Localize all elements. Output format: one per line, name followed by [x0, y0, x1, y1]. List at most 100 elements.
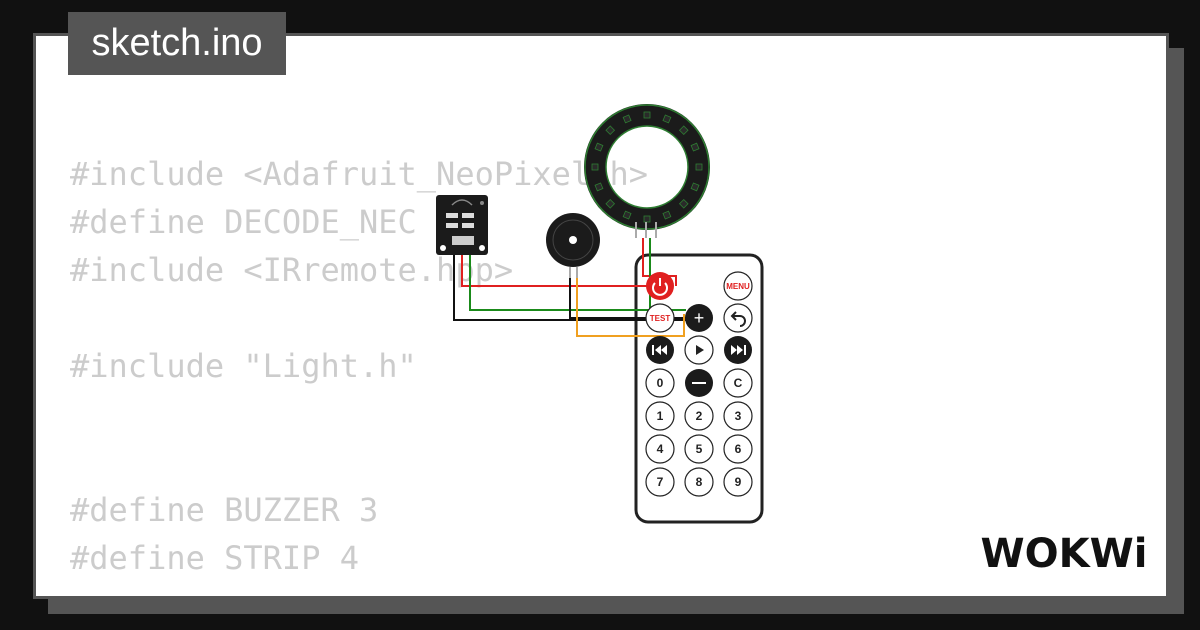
- code-line: #include "Light.h": [70, 347, 417, 385]
- code-line: #define BUZZER 3: [70, 491, 379, 529]
- remote-key-face: [645, 434, 675, 464]
- rewind-icon: [652, 345, 667, 355]
- ring-led: [594, 142, 604, 152]
- ir-receiver-mount-hole: [440, 245, 446, 251]
- remote-key-face: [684, 467, 714, 497]
- back-button[interactable]: [723, 303, 753, 333]
- remote-key-label: 9: [735, 475, 742, 489]
- code-line: #define STRIP 4: [70, 539, 359, 577]
- ring-led-group: [591, 111, 703, 223]
- ir-receiver-dome: [451, 199, 473, 206]
- fast-forward-icon: [731, 345, 746, 355]
- remote-key-face: [645, 467, 675, 497]
- ring-led: [643, 215, 651, 223]
- remote-key-face: [723, 467, 753, 497]
- ir-receiver-header: [452, 236, 474, 245]
- menu-button-face: [723, 271, 753, 301]
- plus-button-label: +: [694, 308, 705, 328]
- back-arrow-icon: [730, 311, 746, 327]
- minus-icon: [692, 382, 706, 384]
- neopixel-ring[interactable]: [584, 104, 710, 230]
- ring-led: [643, 111, 651, 119]
- remote-key-face: [723, 434, 753, 464]
- remote-key-label: 4: [657, 442, 664, 456]
- remote-key-label: 1: [657, 409, 664, 423]
- power-button[interactable]: [646, 272, 674, 300]
- buzzer-ring: [552, 219, 594, 261]
- menu-button-label: MENU: [726, 282, 750, 291]
- remote-key-2[interactable]: 2: [684, 401, 714, 431]
- remote-key-1[interactable]: 1: [645, 401, 675, 431]
- remote-key-face: [723, 401, 753, 431]
- ring-led: [690, 142, 700, 152]
- remote-key-5[interactable]: 5: [684, 434, 714, 464]
- test-button[interactable]: TEST: [645, 303, 675, 333]
- clear-button-face: [723, 368, 753, 398]
- remote-key-4[interactable]: 4: [645, 434, 675, 464]
- remote-key-face: [645, 401, 675, 431]
- remote-key-label: 2: [696, 409, 703, 423]
- remote-key-3[interactable]: 3: [723, 401, 753, 431]
- ring-led: [591, 163, 599, 171]
- wokwi-logo-text: WOKWi: [981, 531, 1148, 577]
- ring-led: [594, 182, 604, 192]
- play-button[interactable]: [684, 335, 714, 365]
- ring-pins: [635, 222, 657, 238]
- ir-receiver-chip: [446, 223, 458, 228]
- remote-key-label: 8: [696, 475, 703, 489]
- remote-key-9[interactable]: 9: [723, 467, 753, 497]
- ring-led: [678, 198, 689, 209]
- code-line: #define DECODE_NEC: [70, 203, 417, 241]
- remote-key-face: [645, 368, 675, 398]
- remote-key-8[interactable]: 8: [684, 467, 714, 497]
- plus-button[interactable]: +: [685, 304, 713, 332]
- remote-key-label: 7: [657, 475, 664, 489]
- remote-key-face: [684, 401, 714, 431]
- ring-led: [622, 114, 632, 124]
- clear-button-label: C: [734, 376, 743, 390]
- ring-led: [662, 210, 672, 220]
- code-line: #include <IRremote.hpp>: [70, 251, 514, 289]
- buzzer[interactable]: [546, 213, 600, 278]
- test-button-label: TEST: [650, 314, 671, 323]
- back-button-face: [723, 303, 753, 333]
- remote-key-label: 6: [735, 442, 742, 456]
- ir-receiver-mount-hole: [479, 245, 485, 251]
- plus-button-face: [685, 304, 713, 332]
- wire-orange-buzzer: [576, 278, 685, 337]
- minus-button[interactable]: [685, 369, 713, 397]
- remote-key-face: [684, 434, 714, 464]
- ring-led: [662, 114, 672, 124]
- remote-key-label: 0: [657, 376, 664, 390]
- ring-led: [605, 125, 616, 136]
- prev-button[interactable]: [646, 336, 674, 364]
- remote-key-label: 5: [696, 442, 703, 456]
- ir-receiver-chip: [462, 223, 474, 228]
- remote-key-0[interactable]: 0: [645, 368, 675, 398]
- remote-buttons: MENU TEST +: [645, 271, 753, 497]
- menu-button[interactable]: MENU: [723, 271, 753, 301]
- wokwi-logo[interactable]: WOKWi: [975, 526, 1153, 578]
- power-icon: [652, 278, 668, 296]
- wire-red-ir: [461, 255, 660, 287]
- code-preview: #include <Adafruit_NeoPixel.h>#define DE…: [70, 150, 648, 582]
- file-tab[interactable]: sketch.ino: [68, 12, 286, 75]
- remote-numpad: 1 2 3 4 5 6 7 8 9: [645, 401, 753, 497]
- ring-led: [690, 182, 700, 192]
- wire-black-ir: [453, 255, 700, 321]
- ring-inner-edge: [605, 125, 689, 209]
- remote-key-7[interactable]: 7: [645, 467, 675, 497]
- clear-button[interactable]: C: [723, 368, 753, 398]
- ir-receiver[interactable]: [436, 195, 488, 255]
- ir-receiver-chip: [446, 213, 458, 218]
- ring-led: [605, 198, 616, 209]
- ring-led: [678, 125, 689, 136]
- remote-key-label: 3: [735, 409, 742, 423]
- wire-green-ir: [469, 255, 686, 311]
- next-button[interactable]: [724, 336, 752, 364]
- remote-key-6[interactable]: 6: [723, 434, 753, 464]
- test-button-face: [645, 303, 675, 333]
- ir-receiver-hole: [480, 201, 484, 205]
